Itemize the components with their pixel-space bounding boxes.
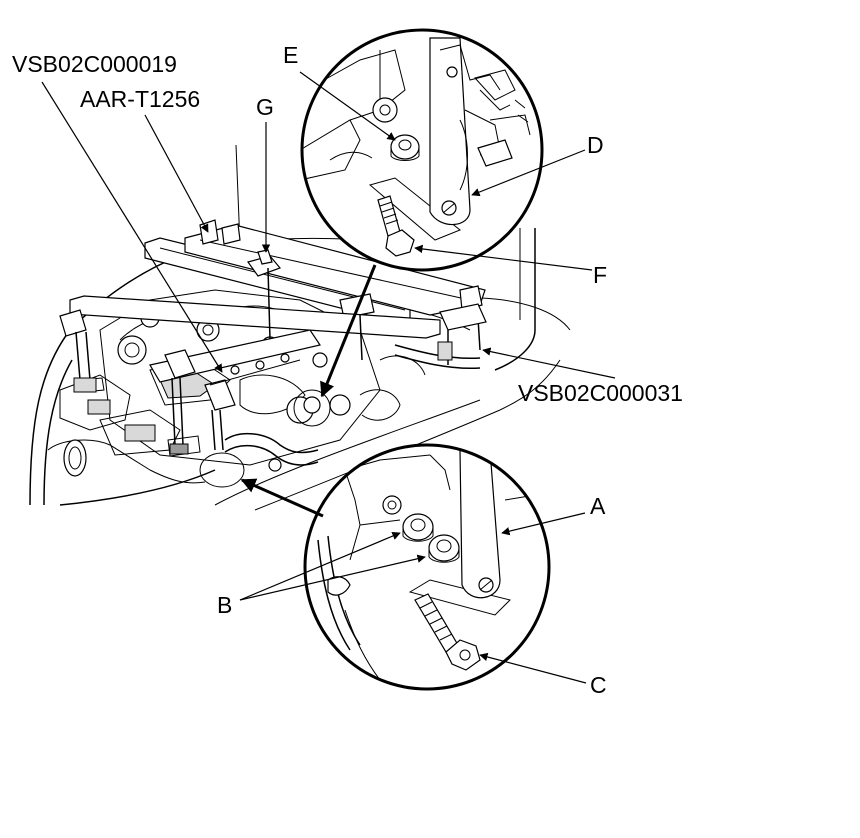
upper-detail-arrow (320, 264, 377, 398)
detail-target-upper (293, 389, 331, 427)
label-vsb02c000031: VSB02C000031 (518, 380, 683, 406)
callout-b: B (217, 592, 232, 618)
callout-e: E (283, 42, 298, 68)
callout-c: C (590, 672, 607, 698)
detail-target-lower (199, 452, 245, 488)
callout-g: G (256, 94, 274, 120)
callout-d: D (587, 132, 604, 158)
label-vsb02c000019: VSB02C000019 (12, 51, 177, 77)
leader-lines (41, 71, 616, 684)
callout-a: A (590, 493, 606, 519)
upper-detail-view (300, 28, 544, 272)
callout-f: F (593, 262, 607, 288)
engine-bay-illustration (29, 144, 571, 511)
lower-detail-view (303, 443, 551, 691)
lower-detail-arrow (240, 478, 324, 518)
label-aar-t1256: AAR-T1256 (80, 86, 200, 112)
